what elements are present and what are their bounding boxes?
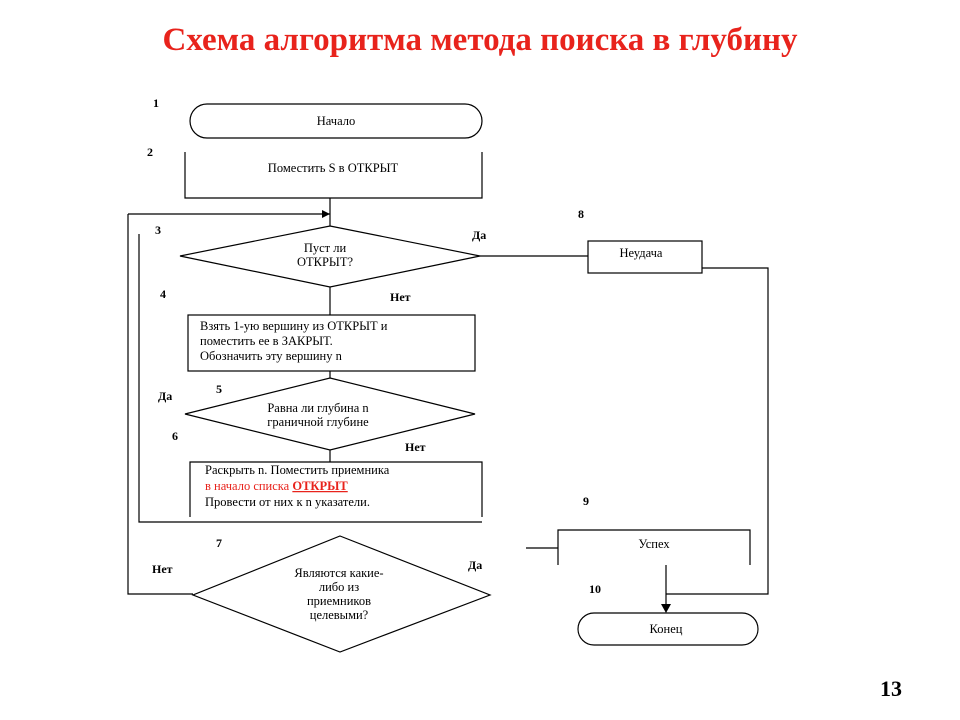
put-s-label: Поместить S в ОТКРЫТ	[268, 161, 399, 175]
step-number-10: 10	[589, 582, 601, 596]
targets-decision	[191, 535, 492, 653]
failure-label: Неудача	[620, 246, 663, 260]
expand-label-1: Раскрыть n. Поместить приемника	[205, 463, 390, 477]
branch-yes-3: Да	[472, 228, 486, 242]
open-empty-label-1: Пуст ли	[304, 241, 347, 255]
take-first-label-3: Обозначить эту вершину n	[200, 349, 343, 363]
outer-loop-left	[127, 214, 193, 595]
targets-label-2: либо из	[319, 580, 359, 594]
expand-label-2: в начало списка ОТКРЫТ	[205, 479, 348, 493]
success-label: Успех	[638, 537, 670, 551]
targets-label-3: приемников	[307, 594, 371, 608]
failure-box	[587, 240, 703, 274]
start-label: Начало	[317, 114, 356, 128]
slide-title: Схема алгоритма метода поиска в глубину	[162, 22, 798, 58]
put-s-box	[184, 152, 483, 199]
connector-8-to-end	[666, 267, 769, 595]
targets-label-4: целевыми?	[310, 608, 369, 622]
step-number-6: 6	[172, 429, 178, 443]
branch-no-3: Нет	[390, 290, 411, 304]
step-number-2: 2	[147, 145, 153, 159]
open-empty-label-2: ОТКРЫТ?	[297, 255, 353, 269]
expand-label-3: Провести от них к n указатели.	[205, 495, 370, 509]
step-number-7: 7	[216, 536, 222, 550]
expand-label-2-prefix: в начало списка	[205, 479, 292, 493]
step-number-3: 3	[155, 223, 161, 237]
step-number-9: 9	[583, 494, 589, 508]
step-number-8: 8	[578, 207, 584, 221]
inner-loop-left	[138, 234, 482, 523]
arrowhead-into-10	[661, 604, 671, 613]
start-terminal	[189, 103, 483, 139]
depth-label-2: граничной глубине	[267, 415, 369, 429]
step-number-4: 4	[160, 287, 166, 301]
take-first-label-2: поместить ее в ЗАКРЫТ.	[200, 334, 333, 348]
end-terminal	[577, 612, 759, 646]
branch-yes-5: Да	[158, 389, 172, 403]
branch-yes-7: Да	[468, 558, 482, 572]
end-label: Конец	[650, 622, 683, 636]
expand-box	[189, 461, 483, 517]
take-first-box	[187, 314, 476, 372]
branch-no-5: Нет	[405, 440, 426, 454]
take-first-label-1: Взять 1-ую вершину из ОТКРЫТ и	[200, 319, 388, 333]
step-number-1: 1	[153, 96, 159, 110]
page-number: 13	[880, 676, 902, 701]
expand-label-2-open: ОТКРЫТ	[292, 479, 348, 493]
branch-no-7: Нет	[152, 562, 173, 576]
targets-label-1: Являются какие-	[294, 566, 383, 580]
depth-label-1: Равна ли глубина n	[267, 401, 369, 415]
arrowhead-into-3	[322, 210, 330, 218]
step-number-5: 5	[216, 382, 222, 396]
